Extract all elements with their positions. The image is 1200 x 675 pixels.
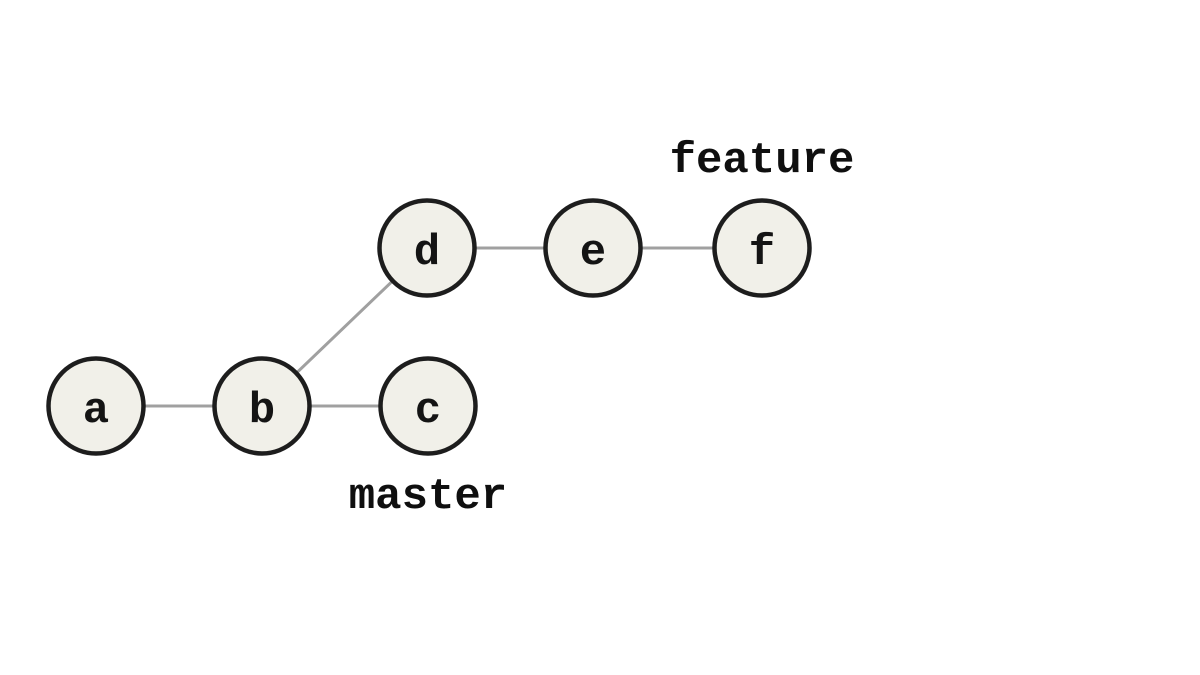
commit-circle-d	[377, 198, 477, 298]
branch-label-master: master	[349, 472, 507, 522]
commit-node-e: e	[543, 198, 643, 298]
commit-circle-c	[378, 356, 478, 456]
commit-circle-e	[543, 198, 643, 298]
commit-label-b: b	[249, 386, 275, 436]
branch-labels-layer: feature master	[349, 136, 855, 522]
commit-label-d: d	[414, 228, 440, 278]
commit-circle-f	[712, 198, 812, 298]
commit-node-a: a	[46, 356, 146, 456]
nodes-layer: a b c d e f	[46, 198, 812, 456]
commit-node-f: f	[712, 198, 812, 298]
commit-label-e: e	[580, 228, 606, 278]
commit-circle-b	[212, 356, 312, 456]
commit-node-b: b	[212, 356, 312, 456]
commit-label-f: f	[749, 228, 775, 278]
commit-circle-a	[46, 356, 146, 456]
commit-node-c: c	[378, 356, 478, 456]
commit-label-a: a	[83, 386, 109, 436]
branch-label-feature: feature	[670, 136, 855, 186]
commit-node-d: d	[377, 198, 477, 298]
commit-label-c: c	[415, 386, 441, 436]
